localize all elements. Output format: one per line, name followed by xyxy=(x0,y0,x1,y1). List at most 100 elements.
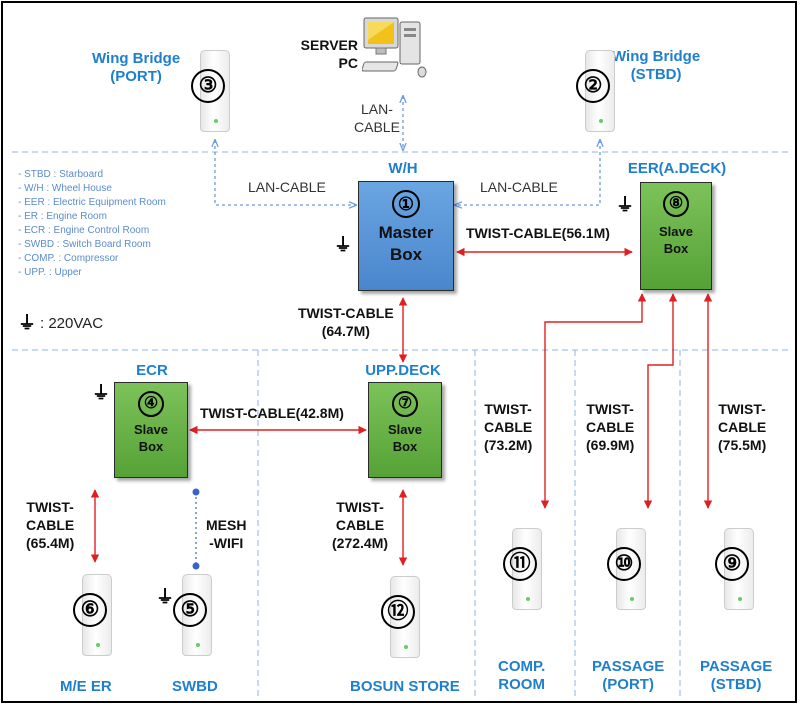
access-point-3: ③ xyxy=(191,50,230,132)
slave-box-7: ⑦ Slave Box xyxy=(368,382,442,478)
passage-port-label: PASSAGE (PORT) xyxy=(592,658,664,694)
server-label: SERVER PC xyxy=(296,36,358,72)
master-box: ① Master Box xyxy=(358,181,454,291)
lan-label-line: CABLE xyxy=(354,119,400,135)
slave-box-line2: Box xyxy=(663,241,689,256)
legend-item: - COMP. : Compressor xyxy=(18,253,119,264)
node-number-8: ⑧ xyxy=(663,191,689,217)
wing-bridge-stbd-label: Wing Bridge (STBD) xyxy=(612,48,700,84)
slave-box-line1: Slave xyxy=(388,422,422,437)
master-box-line2: Box xyxy=(389,245,423,264)
node-number-7: ⑦ xyxy=(392,391,418,417)
node-label-line: Wing Bridge xyxy=(612,48,701,65)
cable-label-line: TWIST- xyxy=(484,401,532,417)
node-label-line: (STBD) xyxy=(710,676,762,693)
wing-bridge-port-label: Wing Bridge (PORT) xyxy=(92,50,180,86)
node-number-5: ⑤ xyxy=(173,593,207,627)
mesh-wifi-label: MESH -WIFI xyxy=(206,516,246,552)
slave-box-line2: Box xyxy=(138,439,164,454)
lan-right-label: LAN-CABLE xyxy=(480,179,558,195)
twist-eer-comp-label: TWIST- CABLE (73.2M) xyxy=(484,400,532,454)
power-legend-text: : 220VAC xyxy=(40,315,104,332)
access-point-11: ⑪ xyxy=(503,528,542,610)
power-plug-icon: ⏚ xyxy=(616,195,634,215)
node-number-11: ⑪ xyxy=(503,547,537,581)
node-number-6: ⑥ xyxy=(73,593,107,627)
node-number-9: ⑨ xyxy=(715,547,749,581)
node-label-line: PASSAGE xyxy=(700,658,773,675)
twist-eer-passage-port-label: TWIST- CABLE (69.9M) xyxy=(586,400,634,454)
lan-server-label: LAN- CABLE xyxy=(354,100,400,136)
server-label-line2: PC xyxy=(338,55,358,71)
node-label-line: Wing Bridge xyxy=(92,50,181,67)
cable-label-line: (75.5M) xyxy=(718,437,767,453)
mesh-label-line: MESH xyxy=(206,517,247,533)
cable-label-line: (64.7M) xyxy=(321,323,370,339)
node-label-line: (STBD) xyxy=(630,66,682,83)
cable-label-line: CABLE xyxy=(26,517,75,533)
legend-item: - ER : Engine Room xyxy=(18,211,107,222)
slave-box-4: ④ Slave Box xyxy=(114,382,188,478)
cable-label-line: CABLE xyxy=(586,419,635,435)
cable-label-line: (65.4M) xyxy=(26,535,75,551)
twist-master-upp-label: TWIST-CABLE (64.7M) xyxy=(298,304,394,340)
upp-deck-location-label: UPP.DECK xyxy=(365,362,441,379)
cable-label-line: TWIST-CABLE xyxy=(298,305,394,321)
mesh-label-line: -WIFI xyxy=(209,535,244,551)
access-point-12: ⑫ xyxy=(381,576,420,658)
node-number-4: ④ xyxy=(138,391,164,417)
lan-link-wing-port xyxy=(215,140,356,205)
twist-link-eer-passage-port xyxy=(643,293,678,509)
swbd-label: SWBD xyxy=(172,678,218,695)
access-point-5: ⑤ xyxy=(173,574,212,656)
twist-ecr-me-er-label: TWIST- CABLE (65.4M) xyxy=(26,498,74,552)
cable-label-line: CABLE xyxy=(718,419,767,435)
master-box-line1: Master xyxy=(378,223,434,242)
cable-label-line: TWIST- xyxy=(336,499,384,515)
slave-box-8: ⑧ Slave Box xyxy=(640,182,712,290)
node-number-2: ② xyxy=(576,69,610,103)
cable-label-line: (272.4M) xyxy=(332,535,389,551)
legend-item: - ECR : Engine Control Room xyxy=(18,225,150,236)
ecr-location-label: ECR xyxy=(136,362,168,379)
node-label-line: (PORT) xyxy=(110,68,162,85)
node-label-line: PASSAGE xyxy=(592,658,665,675)
legend-item: - SWBD : Switch Board Room xyxy=(18,239,151,250)
twist-link-eer-comp xyxy=(540,293,647,509)
me-er-label: M/E ER xyxy=(60,678,112,695)
access-point-9: ⑨ xyxy=(715,528,754,610)
slave-box-line1: Slave xyxy=(134,422,168,437)
access-point-2: ② xyxy=(576,50,615,132)
legend-item: - W/H : Wheel House xyxy=(18,183,112,194)
lan-left-label: LAN-CABLE xyxy=(248,179,326,195)
cable-label-line: CABLE xyxy=(335,517,385,533)
power-plug-icon: ⏚ xyxy=(92,383,110,403)
mesh-wifi-dot-top xyxy=(192,488,200,496)
desktop-pc-icon xyxy=(361,14,434,91)
slave-box-line2: Box xyxy=(392,439,418,454)
access-point-6: ⑥ xyxy=(73,574,112,656)
server-label-line1: SERVER xyxy=(300,37,358,53)
power-plug-icon: ⏚ xyxy=(334,235,352,255)
comp-room-label: COMP. ROOM xyxy=(498,658,545,694)
bosun-store-label: BOSUN STORE xyxy=(350,678,460,695)
twist-ecr-upp-label: TWIST-CABLE(42.8M) xyxy=(200,405,344,421)
cable-label-line: CABLE xyxy=(484,419,533,435)
node-number-12: ⑫ xyxy=(381,595,415,629)
node-label-line: (PORT) xyxy=(602,676,654,693)
slave-box-line1: Slave xyxy=(659,224,693,239)
twist-upp-bosun-label: TWIST- CABLE (272.4M) xyxy=(332,498,388,552)
twist-eer-passage-stbd-label: TWIST- CABLE (75.5M) xyxy=(718,400,766,454)
master-location-label: W/H xyxy=(388,160,418,177)
mesh-wifi-dot-bottom xyxy=(192,562,200,570)
eer-location-label: EER(A.DECK) xyxy=(627,160,727,177)
node-number-1: ① xyxy=(392,190,420,218)
node-number-10: ⑩ xyxy=(607,547,641,581)
power-plug-icon: ⏚ xyxy=(18,313,36,333)
cable-label-line: TWIST- xyxy=(718,401,766,417)
legend-item: - EER : Electric Equipment Room xyxy=(18,197,166,208)
cable-label-line: TWIST- xyxy=(586,401,634,417)
legend-item: - STBD : Starboard xyxy=(18,169,104,180)
